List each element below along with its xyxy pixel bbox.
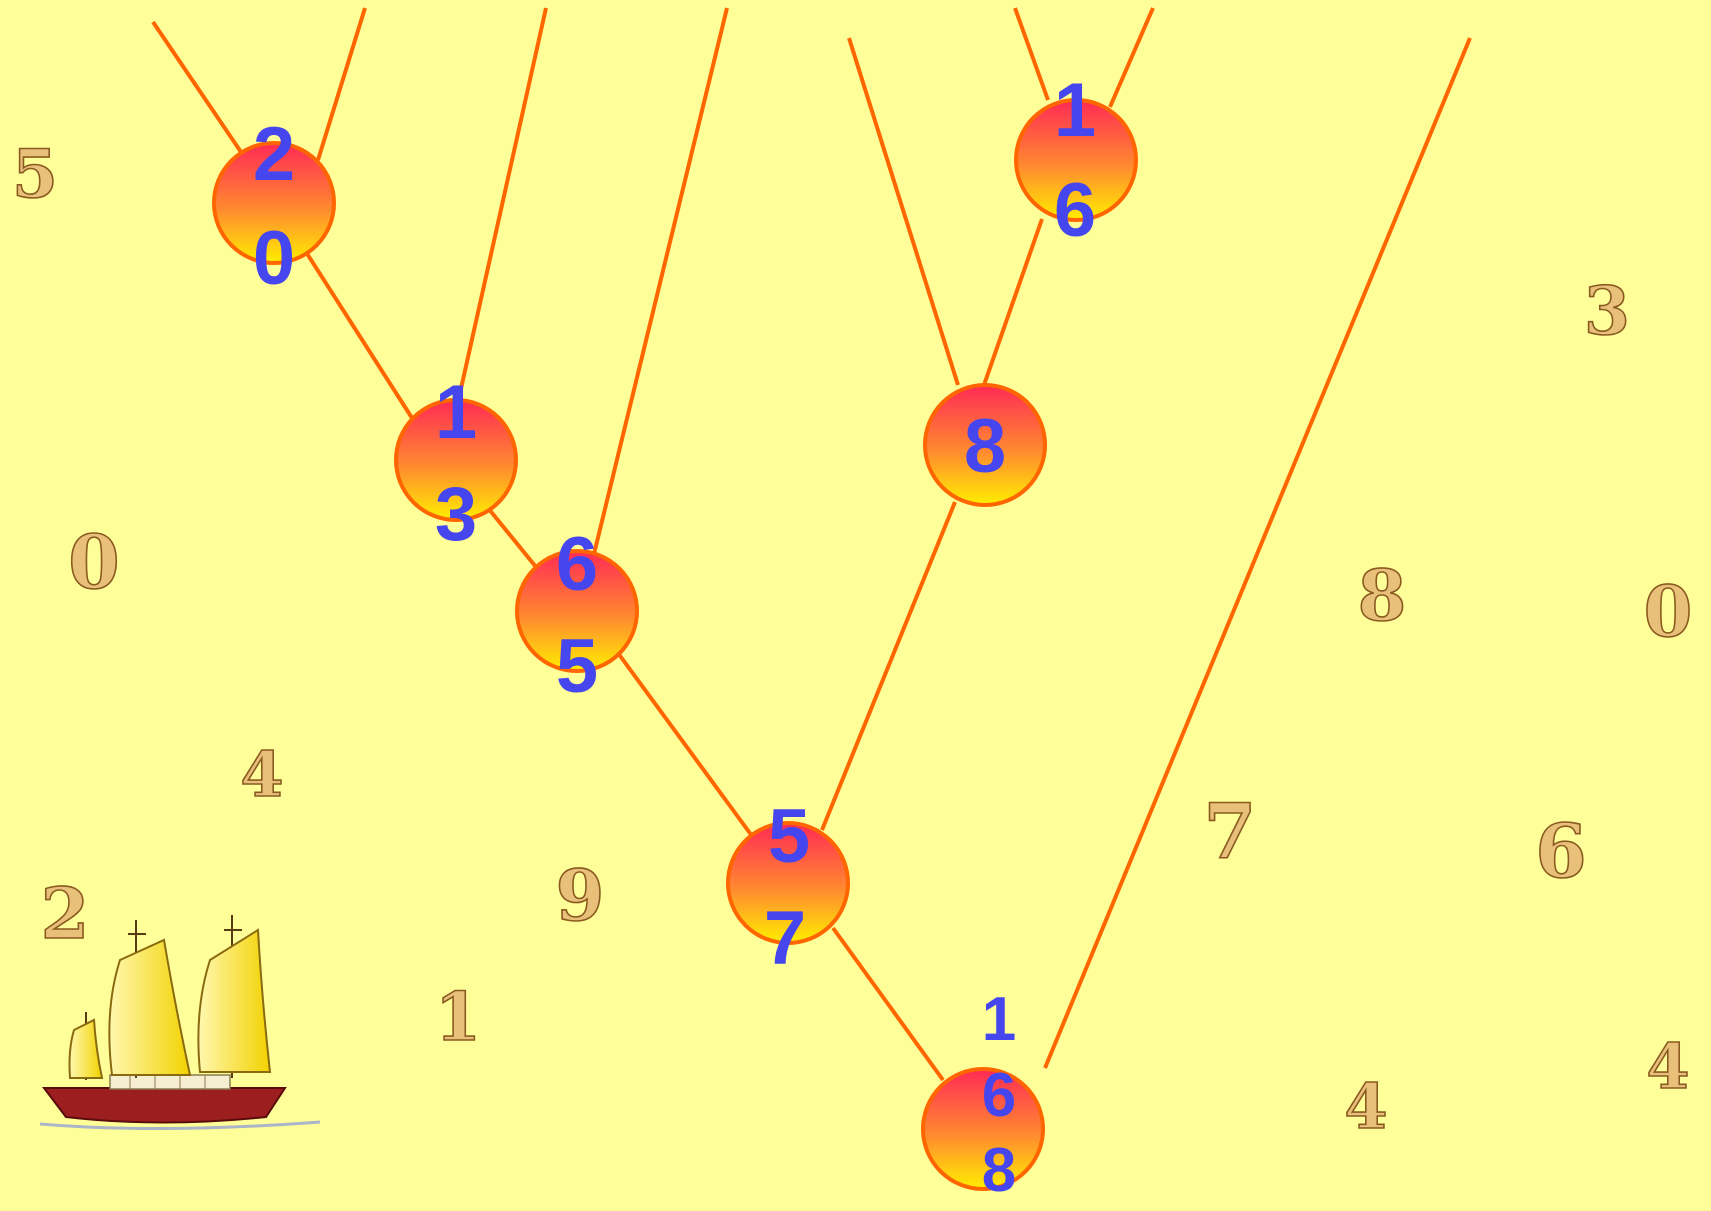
node-digit: 8 [982, 1136, 1016, 1205]
edge [318, 8, 365, 160]
decorative-digit: 8 [1358, 554, 1407, 637]
decorative-digit: 4 [1646, 1030, 1689, 1103]
node-digit: 6 [1054, 168, 1096, 253]
edge [984, 219, 1042, 385]
edge [488, 508, 536, 567]
node-digit: 7 [764, 896, 806, 981]
decorative-digit: 1 [435, 978, 481, 1056]
decorative-digit: 0 [68, 520, 120, 606]
node-digit: 5 [556, 624, 598, 709]
edge [1110, 8, 1153, 107]
node-digit: 0 [253, 216, 295, 301]
decorative-digit: 9 [556, 854, 605, 937]
decorative-digit: 0 [1644, 570, 1693, 653]
decorative-digit: 3 [1584, 272, 1630, 350]
edge [822, 502, 955, 830]
decorative-digit: 4 [240, 738, 283, 811]
edge [594, 8, 727, 554]
node-digit: 1 [435, 370, 477, 455]
node-labels: 2 0 1 6 1 3 8 6 5 5 7 1 6 8 [253, 68, 1096, 1205]
node-digit: 6 [982, 1061, 1016, 1130]
edge [458, 8, 546, 402]
edge [306, 252, 412, 418]
node-digit: 1 [982, 985, 1016, 1054]
node-digit: 5 [768, 794, 810, 879]
decorative-digit: 2 [41, 872, 90, 955]
node-digit: 3 [435, 472, 477, 557]
edge [1015, 8, 1048, 100]
node-digit: 6 [556, 522, 598, 607]
edge [153, 22, 243, 155]
node-digit: 2 [253, 112, 295, 197]
decorative-digit: 4 [1344, 1070, 1387, 1143]
node-digit: 8 [964, 404, 1006, 489]
edge [849, 38, 958, 385]
decorative-digit: 6 [1535, 809, 1587, 895]
edge [618, 653, 752, 836]
edge [833, 928, 943, 1080]
decorative-digit: 5 [12, 135, 58, 213]
decorative-digit: 7 [1204, 787, 1257, 876]
node-digit: 1 [1054, 68, 1096, 153]
